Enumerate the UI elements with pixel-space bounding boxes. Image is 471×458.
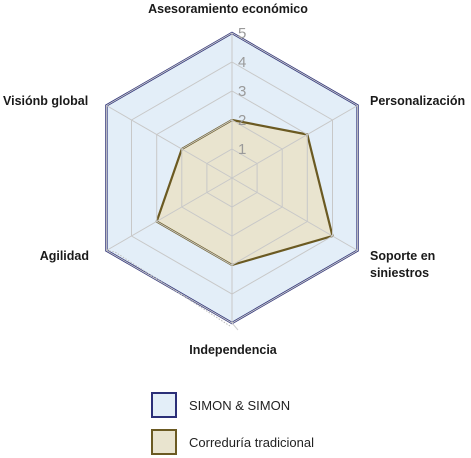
legend-label-1: SIMON & SIMON [189, 398, 290, 413]
grid-spoke-2 [231, 105, 358, 179]
axis-labels: Asesoramiento económicoPersonalizaciónSo… [3, 2, 465, 357]
grid-spoke-3 [231, 177, 358, 251]
axis-label-4: Independencia [189, 343, 278, 357]
tick-label-5: 5 [238, 25, 246, 42]
tick-label-1: 1 [238, 141, 246, 158]
tick-label-2: 2 [238, 112, 246, 129]
radar-grid [105, 32, 359, 331]
grid-spoke-6 [106, 105, 233, 179]
axis-label-5: Agilidad [40, 249, 89, 263]
radial-tick-labels: 1 2 3 4 5 [238, 25, 246, 158]
tick-label-4: 4 [238, 54, 246, 71]
grid-spoke-5 [106, 177, 233, 251]
axis-label-6: Visiónb global [3, 94, 88, 108]
axis-label-1: Asesoramiento económico [148, 2, 308, 16]
grid-depth-edge [231, 322, 239, 331]
tick-label-3: 3 [238, 83, 246, 100]
legend: SIMON & SIMON Correduría tradicional [151, 392, 314, 455]
axis-label-2: Personalización [370, 94, 465, 108]
grid-depth-edge-dotted [106, 250, 231, 327]
legend-swatch-2 [151, 429, 177, 455]
legend-swatch-1 [151, 392, 177, 418]
legend-label-2: Correduría tradicional [189, 435, 314, 450]
